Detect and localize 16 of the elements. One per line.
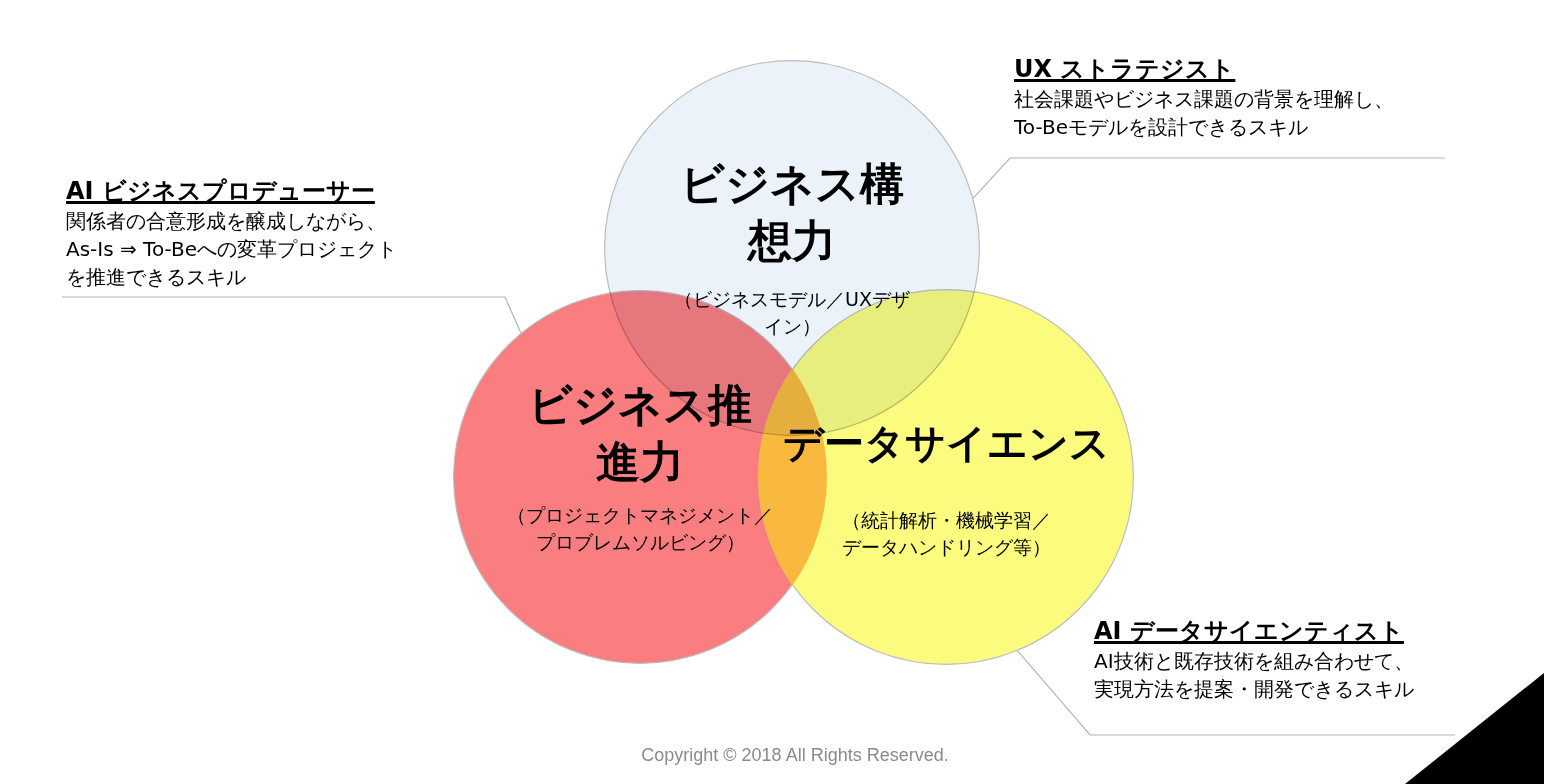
- circle-subtitle: （統計解析・機械学習／データハンドリング等）: [840, 508, 1052, 560]
- role-description: 関係者の合意形成を醸成しながら、As-Is ⇒ To-Beへの変革プロジェクトを推進できるスキル: [66, 208, 399, 292]
- circle-title: データサイエンス: [782, 419, 1110, 468]
- leader-line: [61, 296, 522, 334]
- role-description: AI技術と既存技術を組み合わせて、実現方法を提案・開発できるスキル: [1094, 648, 1415, 704]
- role-title: UX ストラテジスト: [1014, 54, 1236, 85]
- copyright-notice: Copyright © 2018 All Rights Reserved.: [641, 745, 949, 766]
- leader-line: [972, 157, 1446, 199]
- circle-subtitle: （プロジェクトマネジメント／プロブレムソルビング）: [506, 503, 774, 555]
- circle-title: ビジネス推進力: [527, 378, 753, 490]
- circle-subtitle: （ビジネスモデル／UXデザイン）: [673, 287, 911, 339]
- role-title: AI データサイエンティスト: [1094, 616, 1404, 647]
- role-title: AI ビジネスプロデューサー: [66, 176, 375, 207]
- circle-title: ビジネス構想力: [679, 157, 905, 269]
- leader-line: [1017, 650, 1456, 736]
- role-description: 社会課題やビジネス課題の背景を理解し、To-Beモデルを設計できるスキル: [1014, 86, 1395, 142]
